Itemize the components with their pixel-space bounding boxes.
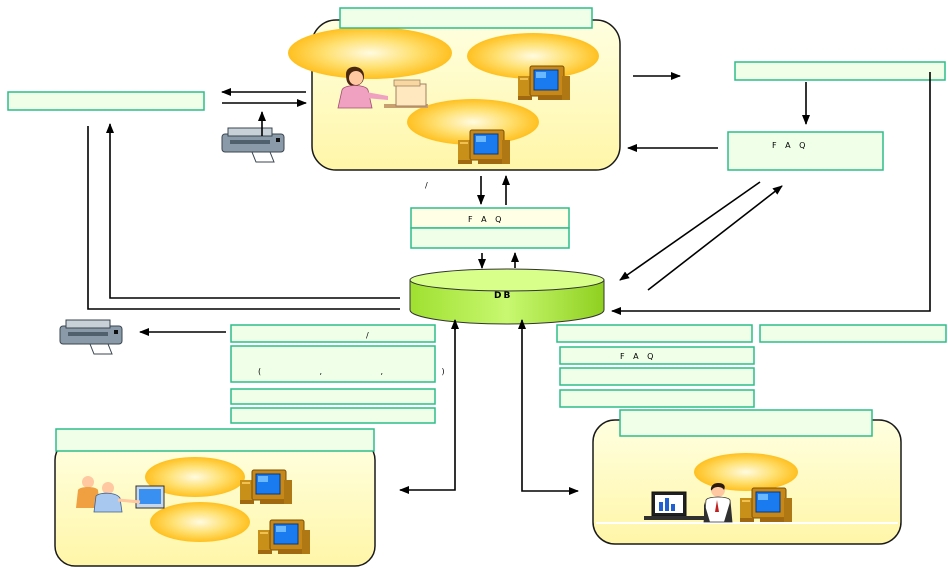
woman-at-computer-icon	[337, 66, 428, 109]
printer-icon	[59, 319, 123, 355]
right-stack-box-wide	[759, 324, 947, 343]
center-slash-label: /	[425, 181, 431, 190]
paren-row-label: ( , , )	[258, 367, 448, 376]
printer-icon	[221, 127, 285, 163]
bottom-left-panel	[54, 428, 376, 567]
db-label: DB	[494, 291, 512, 301]
right-stack-box-2	[559, 346, 755, 365]
left-stack-box-4	[230, 407, 436, 424]
top-panel-title-box	[339, 7, 593, 29]
faq-right-box	[727, 131, 884, 171]
left-stack-box-2	[230, 345, 436, 383]
left-slash-label: /	[366, 331, 372, 340]
businessman-at-desk-icon	[644, 483, 733, 523]
right-stack-box-3	[559, 367, 755, 386]
faq-lower-right-label: F A Q	[620, 352, 656, 361]
faq-center-label: F A Q	[468, 215, 504, 224]
top-right-box	[734, 61, 946, 81]
right-stack-box-4	[559, 389, 755, 408]
top-center-panel	[288, 7, 621, 171]
left-stack-box-3	[230, 388, 436, 405]
database-cylinder: DB	[409, 268, 605, 325]
bottom-right-title-box	[619, 409, 873, 437]
faq-right-label: F A Q	[772, 141, 808, 150]
left-stack-box-1	[230, 324, 436, 343]
connector-arrows	[87, 72, 931, 495]
right-stack-box-1	[556, 324, 753, 343]
bottom-left-title-box	[55, 428, 375, 452]
bottom-right-panel	[592, 409, 902, 545]
people-at-computer-icon	[76, 476, 165, 513]
center-sub-box	[410, 227, 570, 249]
top-left-box	[7, 91, 205, 111]
